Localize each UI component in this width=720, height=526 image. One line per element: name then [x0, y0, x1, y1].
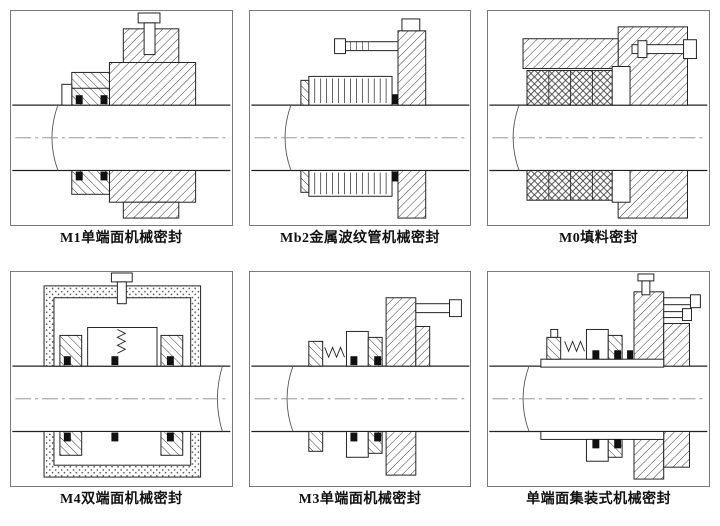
caption-m4: M4双端面机械密封 — [59, 492, 183, 507]
caption-m1: M1单端面机械密封 — [59, 231, 183, 246]
panel-cartridge: 单端面集装式机械密封 — [487, 271, 710, 520]
caption-cartridge: 单端面集装式机械密封 — [526, 492, 672, 507]
seal-cross-section-m0 — [489, 26, 708, 219]
seal-cross-section-mb2 — [251, 18, 469, 219]
seal-cross-section-m1 — [12, 12, 231, 219]
panel-mb2: Mb2金属波纹管机械密封 — [248, 10, 472, 259]
drawing-frame-cartridge — [487, 271, 710, 487]
drawing-frame-m3 — [248, 271, 472, 487]
caption-m0: M0填料密封 — [559, 231, 639, 246]
drawing-frame-m1 — [10, 10, 233, 226]
caption-mb2: Mb2金属波纹管机械密封 — [279, 231, 440, 246]
panel-m1: M1单端面机械密封 — [10, 10, 233, 259]
seal-cross-section-cartridge — [489, 273, 708, 480]
drawing-frame-m0 — [487, 10, 710, 226]
panel-m0: M0填料密封 — [487, 10, 710, 259]
caption-m3: M3单端面机械密封 — [298, 492, 422, 507]
drawing-frame-m4 — [10, 271, 233, 487]
panel-m4: M4双端面机械密封 — [10, 271, 233, 520]
panel-m3: M3单端面机械密封 — [248, 271, 472, 520]
seal-cross-section-m4 — [12, 272, 231, 478]
drawing-frame-mb2 — [248, 10, 472, 226]
seal-cross-section-m3 — [251, 297, 469, 476]
